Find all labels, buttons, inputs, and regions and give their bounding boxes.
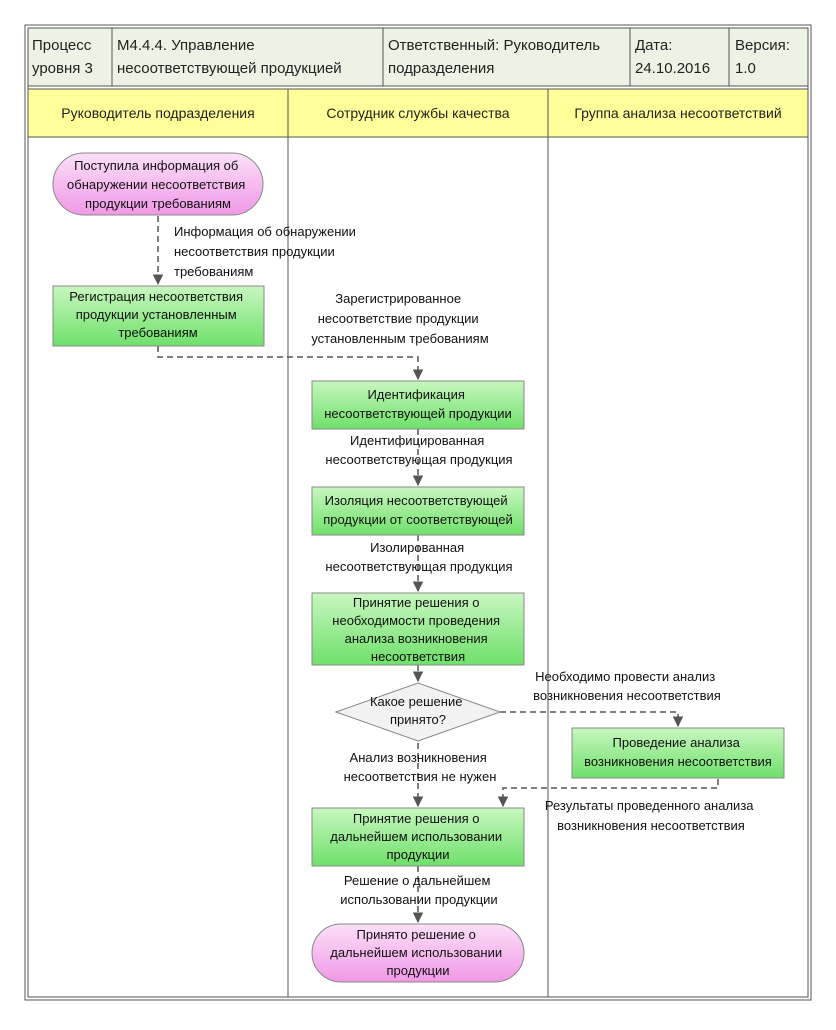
label-analysis-needed: Необходимо провести анализ возникновения… bbox=[533, 669, 721, 703]
connectors bbox=[152, 216, 719, 924]
header-version: Версия: 1.0 bbox=[735, 37, 794, 77]
task-usage-decision: Принятие решения о дальнейшем использова… bbox=[311, 807, 525, 867]
label-analysis-not-needed: Анализ возникновения несоответствия не н… bbox=[344, 750, 497, 784]
header-date: Дата: 24.10.2016 bbox=[635, 37, 710, 77]
lane-header-analysis-group: Группа анализа несоответствий bbox=[574, 105, 781, 121]
header-table: Процесс уровня 3 М4.4.4. Управление несо… bbox=[27, 27, 809, 87]
svg-text:Какое решение принято?: Какое решение принято? bbox=[370, 694, 466, 727]
svg-text:Идентификация несоответс: Идентификация несоответствующей продукци… bbox=[324, 387, 511, 421]
svg-text:Поступила информация об: Поступила информация об обнаружении несо… bbox=[67, 158, 249, 211]
task-analysis-decision: Принятие решения о необходимости проведе… bbox=[311, 592, 525, 666]
flow-labels: Информация об обнаружении несоответствия… bbox=[174, 224, 757, 907]
task-identification: Идентификация несоответствующей продукци… bbox=[311, 380, 525, 430]
label-usage-decision-out: Решение о дальнейшем использовании проду… bbox=[340, 873, 497, 907]
svg-text:Принятие решения о необх: Принятие решения о необходимости проведе… bbox=[332, 595, 503, 664]
label-info-detected: Информация об обнаружении несоответствия… bbox=[174, 224, 360, 279]
label-analysis-results: Результаты проведенного анализа возникно… bbox=[545, 798, 757, 833]
svg-text:Регистрация несоответствия: Регистрация несоответствия продукции уст… bbox=[69, 289, 246, 340]
header-responsible: Ответственный: Руководитель подразделени… bbox=[388, 37, 604, 77]
task-isolation: Изоляция несоответствующей продукции от … bbox=[311, 486, 525, 536]
flow-registration-to-identification bbox=[157, 346, 424, 381]
header-process-level: Процесс уровня 3 bbox=[32, 37, 95, 77]
svg-text:Изоляция несоответствующей: Изоляция несоответствующей продукции от … bbox=[323, 493, 513, 527]
lane-header-manager: Руководитель подразделения bbox=[61, 105, 254, 121]
svg-text:Проведение анализа возни: Проведение анализа возникновения несоотв… bbox=[584, 735, 772, 769]
lane-header-quality-staff: Сотрудник службы качества bbox=[326, 105, 509, 121]
flow-conduct-analysis-to-usage-decision bbox=[497, 779, 719, 808]
task-registration: Регистрация несоответствия продукции уст… bbox=[52, 285, 265, 347]
label-identified: Идентифицированная несоответствующая про… bbox=[325, 433, 512, 467]
header-process-name: М4.4.4. Управление несоответствующей про… bbox=[117, 37, 342, 77]
decision-gateway: Какое решение принято? bbox=[334, 682, 502, 742]
start-event: Поступила информация об обнаружении несо… bbox=[52, 152, 264, 216]
svg-text:Принято решение о дальне: Принято решение о дальнейшем использован… bbox=[330, 927, 506, 978]
outer-frame bbox=[24, 24, 812, 1001]
label-registered: Зарегистрированное несоответствие продук… bbox=[311, 291, 488, 346]
svg-text:Принятие решения о дальн: Принятие решения о дальнейшем использова… bbox=[330, 811, 506, 862]
label-isolated: Изолированная несоответствующая продукци… bbox=[325, 540, 512, 574]
end-event: Принято решение о дальнейшем использован… bbox=[311, 923, 525, 983]
task-conduct-analysis: Проведение анализа возникновения несоотв… bbox=[571, 727, 785, 779]
